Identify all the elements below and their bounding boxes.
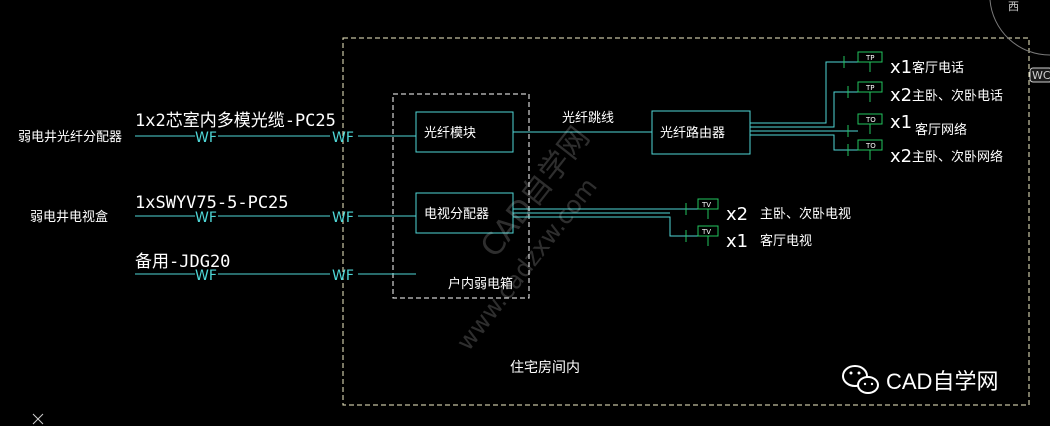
outlet-tag: TP: [865, 54, 875, 62]
fiber-router-label: 光纤路由器: [660, 125, 725, 141]
wf-marker: WF: [332, 210, 354, 226]
wf-marker: WF: [332, 130, 354, 146]
outlet-qty: x1: [726, 231, 748, 252]
outlet-to-1: TO: [857, 113, 883, 134]
outlet-desc: 主卧、次卧电话: [912, 88, 1003, 104]
weak-current-box-boundary: [392, 93, 530, 299]
wf-marker: WF: [195, 268, 217, 284]
outlet-tag: TV: [701, 201, 711, 209]
compass-wcs-label: WCS: [1032, 69, 1050, 82]
fiber-patch-label: 光纤跳线: [562, 111, 614, 126]
outlet-desc: 客厅电话: [912, 60, 964, 76]
source-label-fiber: 弱电井光纤分配器: [18, 130, 122, 145]
residence-label: 住宅房间内: [510, 360, 580, 376]
router-output-wires: [750, 61, 858, 151]
router-output-ticks: [843, 56, 849, 156]
outlet-desc: 主卧、次卧电视: [760, 206, 851, 222]
logo-text: CAD自学网: [886, 369, 998, 394]
fiber-router-box: [651, 110, 751, 155]
outlet-tp-2: TP: [857, 81, 883, 102]
outlet-qty: x2: [890, 146, 912, 167]
cable-spec-spare: 备用-JDG20: [135, 252, 230, 272]
outlet-tag: TP: [865, 84, 875, 92]
wf-marker: WF: [332, 268, 354, 284]
outlet-tv-2: TV: [697, 225, 719, 246]
cable-spec-fiber: 1x2芯室内多模光缆-PC25: [135, 111, 336, 131]
outlet-tv-1: TV: [697, 198, 719, 219]
outlet-tp-1: TP: [857, 51, 883, 72]
outlet-desc: 客厅网络: [915, 122, 967, 138]
ucs-icon: [32, 413, 44, 425]
residence-boundary: [342, 37, 1030, 406]
outlet-qty: x2: [726, 204, 748, 225]
outlet-tag: TO: [865, 142, 876, 150]
viewcube-compass: [989, 0, 1050, 83]
outlet-to-2: TO: [857, 139, 883, 160]
fiber-module-label: 光纤模块: [424, 126, 476, 141]
tv-output-wires: [513, 208, 698, 237]
tv-splitter-label: 电视分配器: [424, 207, 489, 222]
source-label-tv: 弱电井电视盒: [30, 209, 108, 225]
wechat-icon: [842, 365, 879, 394]
outlet-desc: 客厅电视: [760, 233, 812, 249]
weak-current-box-label: 户内弱电箱: [448, 276, 513, 292]
outlet-qty: x1: [890, 57, 912, 78]
wf-marker: WF: [195, 210, 217, 226]
outlet-tag: TV: [701, 228, 711, 236]
compass-west-label: 西: [1008, 0, 1019, 13]
outlet-desc: 主卧、次卧网络: [912, 149, 1003, 165]
outlet-tag: TO: [865, 116, 876, 124]
cable-spec-tv: 1xSWYV75-5-PC25: [135, 193, 289, 213]
watermark: CAD自学网 www.cadzxw.com: [451, 121, 603, 356]
wf-marker: WF: [195, 130, 217, 146]
outlet-qty: x2: [890, 85, 912, 106]
outlet-qty: x1: [890, 112, 912, 133]
